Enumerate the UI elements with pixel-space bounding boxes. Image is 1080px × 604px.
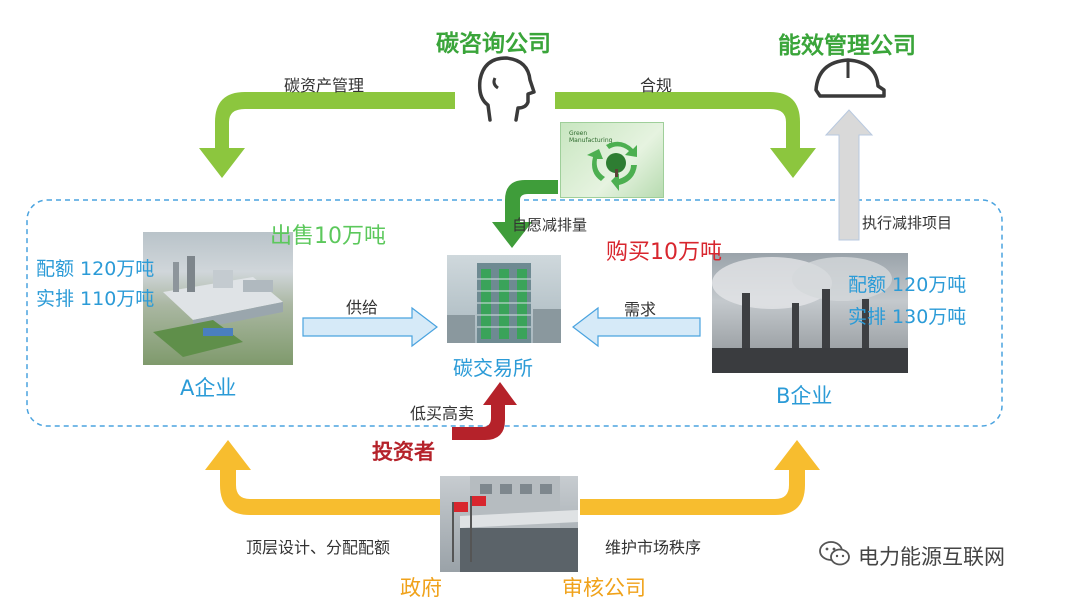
node-efficiency: 能效管理公司 — [778, 33, 916, 59]
arrow-compliance — [555, 92, 816, 178]
factory-a-illustration — [153, 256, 283, 357]
helmet-icon — [814, 58, 886, 98]
node-exchange: 碳交易所 — [453, 356, 533, 380]
node-investor: 投资者 — [372, 440, 435, 464]
market-boundary — [26, 199, 1003, 427]
arrow-asset-management — [199, 92, 455, 178]
exchange-building-illustration — [447, 263, 561, 343]
a-sell-label: 出售10万吨 — [270, 224, 386, 249]
b-actual: 实排 130万吨 — [848, 306, 967, 328]
exchange-image — [447, 255, 561, 343]
wechat-icon — [819, 541, 850, 566]
watermark-text: 电力能源互联网 — [858, 545, 1005, 569]
green-manufacturing-image: Green Manufacturing — [560, 122, 664, 198]
b-buy-label: 购买10万吨 — [606, 240, 722, 265]
node-company-b: B企业 — [776, 384, 833, 408]
government-building-illustration — [452, 476, 578, 572]
b-quota: 配额 120万吨 — [848, 274, 967, 296]
node-consulting: 碳咨询公司 — [436, 31, 551, 57]
arrow-supply — [302, 306, 438, 348]
company-b-image — [712, 253, 908, 373]
svg-text:Manufacturing: Manufacturing — [569, 137, 613, 144]
edge-supply: 供给 — [346, 298, 379, 317]
edge-maintain-order: 维护市场秩序 — [605, 538, 702, 557]
recycle-tree-icon: Green Manufacturing — [569, 130, 637, 191]
arrow-maintain-order — [580, 440, 820, 515]
company-a-image — [143, 232, 293, 365]
node-audit: 审核公司 — [562, 576, 646, 600]
edge-top-design: 顶层设计、分配配额 — [246, 538, 391, 557]
edge-buy-low-sell-high: 低买高卖 — [410, 404, 475, 423]
edge-demand: 需求 — [624, 300, 657, 319]
arrow-demand — [572, 306, 701, 348]
head-icon — [477, 56, 536, 122]
edge-execute: 执行减排项目 — [862, 214, 953, 232]
node-company-a: A企业 — [180, 376, 237, 400]
arrow-top-design — [205, 440, 440, 515]
arrow-buy-low-sell-high — [452, 382, 517, 440]
factory-b-illustration — [712, 257, 908, 373]
node-government: 政府 — [400, 576, 442, 600]
a-actual: 实排 110万吨 — [36, 288, 155, 310]
edge-voluntary: 自愿减排量 — [512, 216, 588, 234]
edge-asset-management: 碳资产管理 — [284, 76, 365, 95]
arrow-execute-projects — [824, 109, 874, 241]
arrow-voluntary-reduction — [492, 180, 558, 248]
svg-text:Green: Green — [569, 130, 587, 137]
a-quota: 配额 120万吨 — [36, 258, 155, 280]
edge-compliance: 合规 — [640, 76, 673, 95]
government-image — [440, 476, 578, 572]
